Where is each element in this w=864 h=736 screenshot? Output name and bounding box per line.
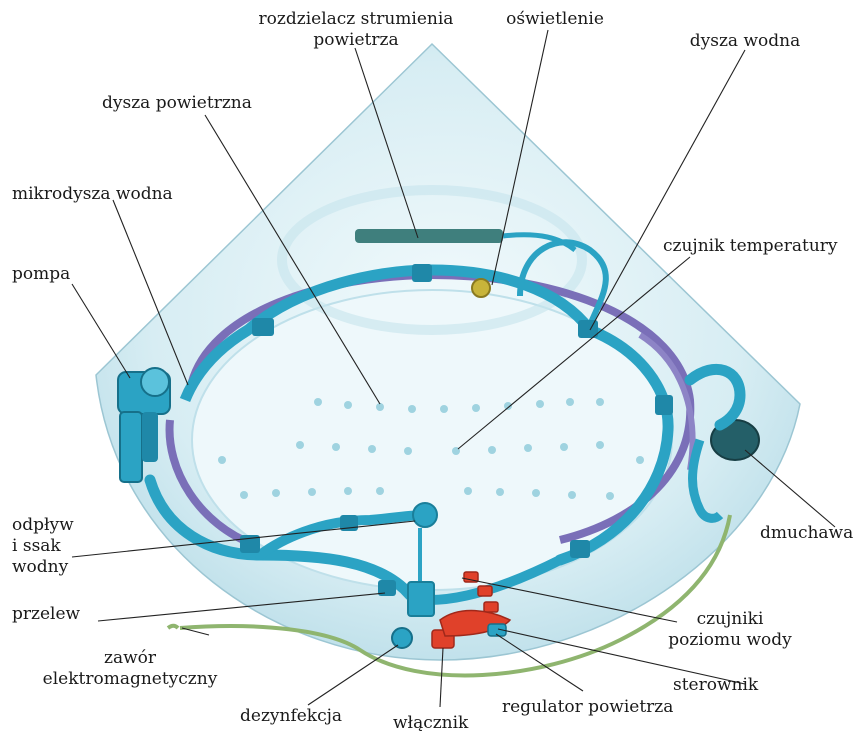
label-controller: sterownik (673, 675, 758, 696)
overflow-unit (408, 582, 434, 616)
label-temperature-sensor: czujnik temperatury (663, 236, 838, 257)
label-disinfection: dezynfekcja (240, 706, 342, 727)
label-overflow: przelew (12, 604, 80, 625)
label-pump: pompa (12, 264, 70, 285)
label-switch: włącznik (393, 713, 468, 734)
label-level-sensors: czujniki poziomu wody (660, 609, 800, 651)
label-water-jet: dysza wodna (685, 31, 805, 52)
label-blower: dmuchawa (760, 523, 853, 544)
label-solenoid-valve: zawór elektromagnetyczny (30, 648, 230, 690)
disinfection-port (392, 628, 412, 648)
label-drain: odpływ i ssak wodny (12, 515, 74, 578)
label-lighting: oświetlenie (500, 9, 610, 30)
label-air-jet: dysza powietrzna (102, 93, 252, 114)
label-micro-water-jet: mikrodysza wodna (12, 184, 173, 205)
light-fixture (472, 279, 490, 297)
label-air-regulator: regulator powietrza (502, 697, 673, 718)
label-air-distributor: rozdzielacz strumienia powietrza (256, 9, 456, 51)
